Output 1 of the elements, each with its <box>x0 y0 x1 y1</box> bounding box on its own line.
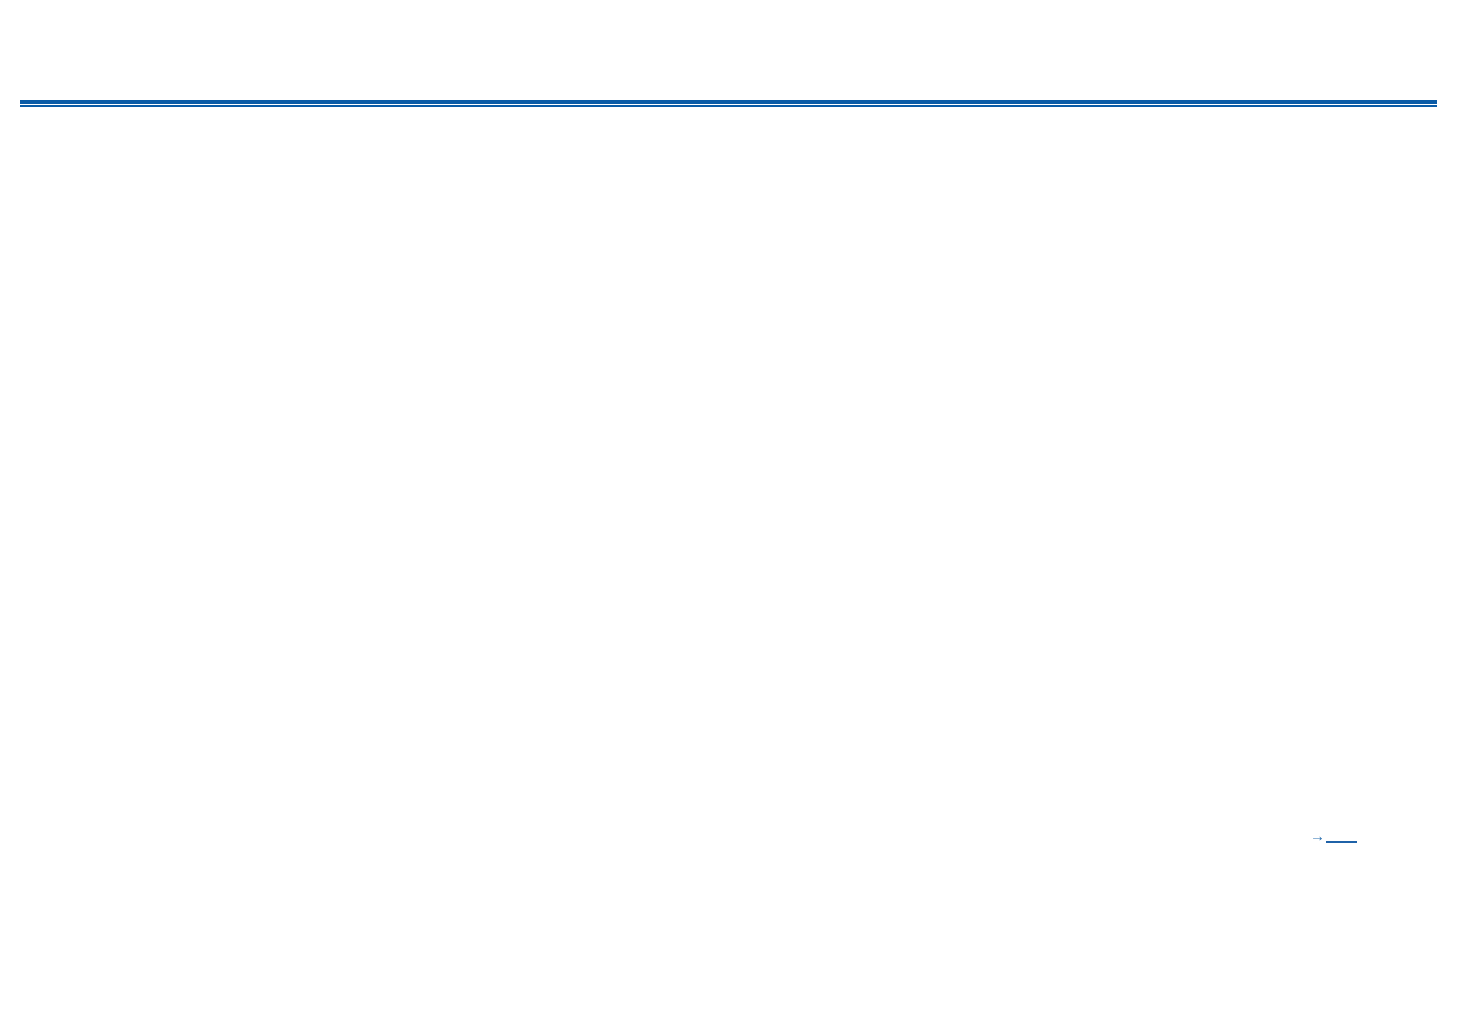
arrow-glyph: → <box>1310 827 1325 845</box>
